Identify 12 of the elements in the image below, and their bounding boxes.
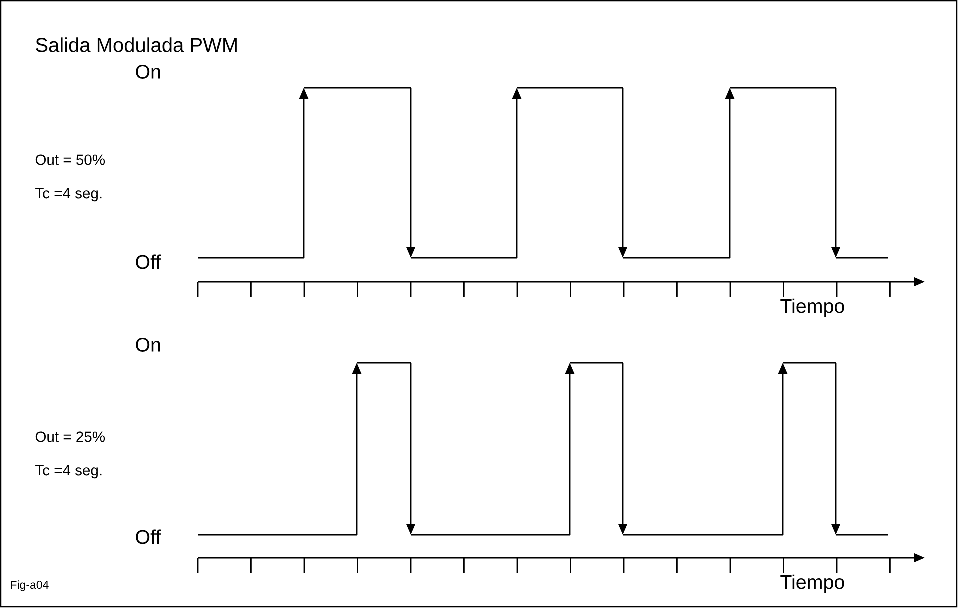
title: Salida Modulada PWM [36,38,237,52]
period-label: Tc =4 seg. [36,465,102,479]
axis-label: Tiempo [780,298,844,318]
duty-cycle-label: Out = 50% [36,154,106,166]
duty-cycle-label: Out = 25% [36,432,106,442]
state-label: Off [136,254,162,270]
state-label: On [136,65,160,79]
state-label: Off [136,530,162,544]
state-label: On [136,338,160,352]
axis-label: Tiempo [780,574,844,594]
period-label: Tc =4 seg. [36,188,102,202]
figure-number: Fig-a04 [11,580,49,592]
